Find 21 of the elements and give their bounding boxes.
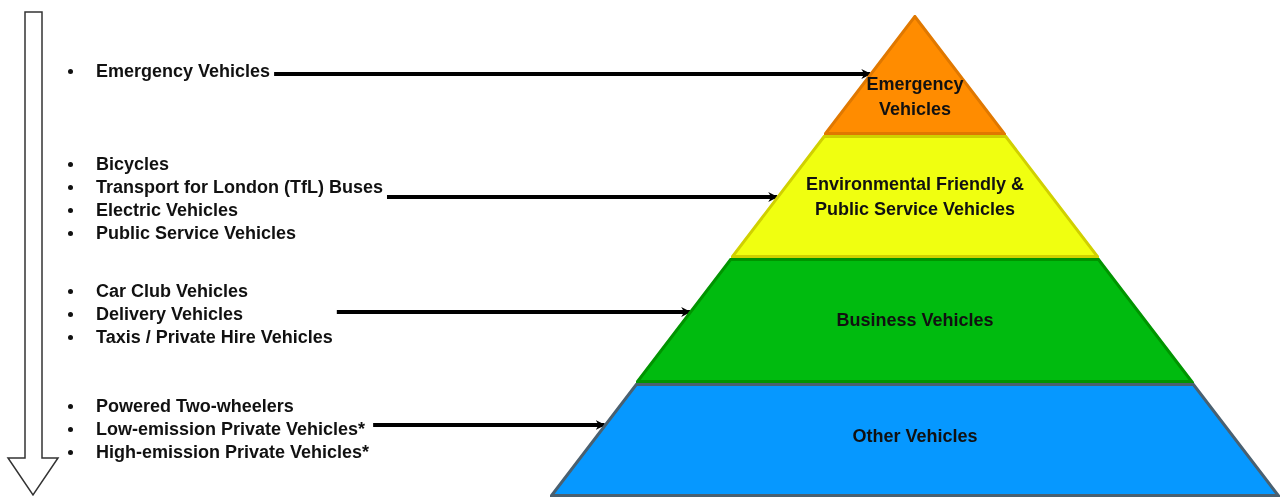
bullet-item: Powered Two-wheelers	[96, 395, 370, 418]
arrow	[387, 192, 779, 202]
arrow	[274, 69, 872, 79]
pyramid-tier	[636, 258, 1194, 383]
bullet-item: Low-emission Private Vehicles*	[96, 418, 370, 441]
bullet-item: Public Service Vehicles	[96, 222, 383, 245]
bullet-item: Delivery Vehicles	[96, 303, 333, 326]
arrow	[373, 420, 606, 430]
bullet-item: High-emission Private Vehicles*	[96, 441, 370, 464]
tier-label: Other Vehicles	[851, 425, 979, 448]
bullet-item: Emergency Vehicles	[96, 60, 271, 83]
tier-label: Emergency Vehicles	[865, 73, 965, 121]
pyramid-tier	[550, 383, 1280, 497]
bullet-item: Car Club Vehicles	[96, 280, 333, 303]
pyramid-tier	[731, 135, 1099, 258]
bullet-item: Taxis / Private Hire Vehicles	[96, 326, 333, 349]
bullet-item: Bicycles	[96, 153, 383, 176]
tier-label: Business Vehicles	[835, 309, 995, 332]
tier-label: Environmental Friendly & Public Service Vehicles	[804, 173, 1025, 221]
bullet-item: Transport for London (TfL) Buses	[96, 176, 383, 199]
bullet-item: Electric Vehicles	[96, 199, 383, 222]
